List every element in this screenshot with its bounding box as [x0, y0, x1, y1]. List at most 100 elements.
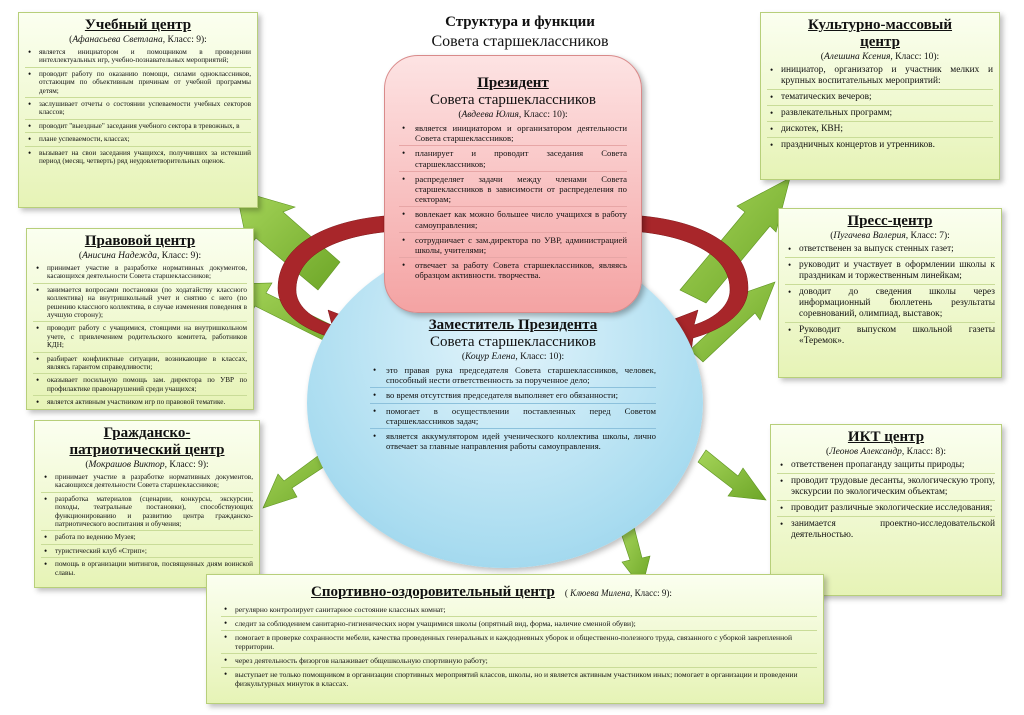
title-line-1: Структура и функции — [445, 14, 595, 30]
sport-center-grade: , Класс: 9): — [630, 588, 672, 598]
list-item: праздничных концертов и утренников. — [767, 140, 993, 153]
press-center-title: Пресс-центр — [847, 213, 933, 229]
sport-center-header: Спортивно-оздоровительный центр ( Клюева… — [311, 583, 817, 601]
ikt-center-box: ИКТ центр (Леонов Александр, Класс: 8): … — [770, 424, 1002, 596]
culture-center-duties: инициатор, организатор и участник мелких… — [767, 65, 993, 153]
list-item: инициатор, организатор и участник мелких… — [767, 65, 993, 90]
culture-center-grade: , Класс: 10): — [890, 52, 940, 62]
list-item: проводит работу по оказанию помощи, сила… — [25, 70, 251, 99]
president-subtitle: Совета старшеклассников — [430, 92, 596, 108]
list-item: проводит "выездные" заседания учебного с… — [25, 122, 251, 134]
president-duties: является инициатором и организатором дея… — [399, 123, 627, 283]
list-item: это правая рука председателя Совета стар… — [370, 365, 656, 389]
list-item: ответственен за выпуск стенных газет; — [785, 244, 995, 258]
list-item: является аккумулятором идей ученического… — [370, 431, 656, 453]
sport-center-title: Спортивно-оздоровительный центр — [311, 584, 555, 600]
list-item: выступает не только помощником в организ… — [221, 670, 817, 690]
study-center-box: Учебный центр (Афанасьева Светлана, Клас… — [18, 12, 258, 208]
list-item: принимает участие в разработке нормативн… — [41, 473, 253, 493]
patriot-title-line-2: патриотический центр — [69, 442, 225, 458]
list-item: распределяет задачи между членами Совета… — [399, 174, 627, 208]
list-item: занимается проектно-исследовательской де… — [777, 519, 995, 543]
president-title: Президент — [477, 75, 549, 91]
president-person: (Авдеева Юлия, Класс: 10): — [458, 110, 568, 120]
sport-center-duties: регулярно контролирует санитарное состоя… — [221, 605, 817, 690]
deputy-grade: , Класс: 10): — [515, 352, 565, 362]
sport-center-person-name: Клюева Милена — [570, 588, 631, 598]
patriot-center-box: Гражданско-патриотический центр (Мокрашо… — [34, 420, 260, 588]
law-center-grade: , Класс: 9): — [157, 251, 202, 261]
list-item: является активным участником игр по прав… — [33, 398, 247, 408]
list-item: отвечает за работу Совета старшеклассник… — [399, 260, 627, 282]
sport-center-box: Спортивно-оздоровительный центр ( Клюева… — [206, 574, 824, 704]
deputy-subtitle: Совета старшеклассников — [430, 334, 596, 350]
patriot-center-title: Гражданско-патриотический центр — [41, 425, 253, 459]
study-center-grade: , Класс: 9): — [162, 35, 207, 45]
ikt-center-person: (Леонов Александр, Класс: 8): — [826, 447, 946, 457]
sport-center-person: ( Клюева Милена, Класс: 9): — [565, 588, 672, 598]
culture-center-person: (Алешина Ксения, Класс: 10): — [820, 52, 940, 62]
list-item: во время отсутствия председателя выполня… — [370, 390, 656, 404]
deputy-title: Заместитель Президента — [428, 317, 598, 333]
law-center-person-name: Анисина Надежда — [82, 251, 158, 261]
ikt-center-person-name: Леонов Александр — [829, 447, 902, 457]
sport-who-open: ( — [564, 588, 568, 598]
study-center-person: (Афанасьева Светлана, Класс: 9): — [69, 35, 207, 45]
study-center-title: Учебный центр — [84, 17, 192, 33]
patriot-center-grade: , Класс: 9): — [164, 460, 209, 470]
ikt-center-grade: , Класс: 8): — [901, 447, 946, 457]
arrow-to-study-center — [235, 189, 341, 291]
red-arrow-right — [641, 215, 749, 353]
list-item: занимается вопросами постановки (по хода… — [33, 286, 247, 323]
press-center-person-name: Пугачева Валерия — [833, 231, 906, 241]
ikt-center-duties: ответственен пропаганду защиты природы; … — [777, 460, 995, 543]
deputy-person-name: Коцур Елена — [464, 352, 516, 362]
deputy-president-block: Заместитель Президента Совета старшеклас… — [370, 316, 656, 455]
list-item: развлекательных программ; — [767, 108, 993, 122]
list-item: помогает в проверке сохранности мебели, … — [221, 633, 817, 654]
culture-title-line-1: Культурно-массовый — [807, 17, 953, 33]
list-item: вызывает на свои заседания учащихся, пол… — [25, 149, 251, 168]
list-item: принимает участие в разработке нормативн… — [33, 264, 247, 284]
list-item: тематических вечеров; — [767, 92, 993, 106]
list-item: работа по ведению Музея; — [41, 533, 253, 545]
list-item: планирует и проводит заседания Совета ст… — [399, 148, 627, 172]
culture-title-line-2: центр — [860, 34, 900, 50]
law-center-title: Правовой центр — [84, 233, 196, 249]
diagram-title: Структура и функции Совета старшеклассни… — [395, 12, 645, 52]
list-item: заслушивает отчеты о состоянии успеваемо… — [25, 100, 251, 120]
list-item: доводит до сведения школы через информац… — [785, 287, 995, 323]
list-item: плане успеваемости, классах; — [25, 135, 251, 147]
list-item: разработка материалов (сценарии, конкурс… — [41, 495, 253, 532]
arrow-to-culture-center — [679, 177, 791, 304]
law-center-person: (Анисина Надежда, Класс: 9): — [78, 251, 202, 261]
culture-center-person-name: Алешина Ксения — [823, 52, 891, 62]
list-item: дискотек, КВН; — [767, 124, 993, 138]
study-center-person-name: Афанасьева Светлана — [72, 35, 163, 45]
press-center-duties: ответственен за выпуск стенных газет; ру… — [785, 244, 995, 349]
patriot-center-person: (Мокрашов Виктор, Класс: 9): — [85, 460, 209, 470]
list-item: помогает в осуществлении поставленных пе… — [370, 406, 656, 430]
arrow-to-ikt-center — [697, 449, 767, 501]
ikt-center-title: ИКТ центр — [847, 429, 925, 445]
list-item: ответственен пропаганду защиты природы; — [777, 460, 995, 474]
press-center-grade: , Класс: 7): — [905, 231, 950, 241]
deputy-duties: это правая рука председателя Совета стар… — [370, 365, 656, 453]
list-item: является инициатором и организатором дея… — [399, 123, 627, 147]
list-item: сотрудничает с зам.директора по УВР, адм… — [399, 235, 627, 259]
list-item: помощь в организации митингов, посвященн… — [41, 560, 253, 579]
president-grade: , Класс: 10): — [518, 110, 568, 120]
press-center-person: (Пугачева Валерия, Класс: 7): — [830, 231, 950, 241]
title-line-2: Совета старшеклассников — [431, 33, 609, 50]
patriot-title-line-1: Гражданско- — [103, 425, 191, 441]
law-center-duties: принимает участие в разработке нормативн… — [33, 264, 247, 409]
president-person-name: Авдеева Юлия — [461, 110, 519, 120]
list-item: руководит и участвует в оформлении школы… — [785, 260, 995, 285]
list-item: оказывает посильную помощь зам. директор… — [33, 376, 247, 397]
list-item: следит за соблюдением санитарно-гигиенич… — [221, 619, 817, 631]
list-item: вовлекает как можно большее число учащих… — [399, 209, 627, 233]
law-center-box: Правовой центр (Анисина Надежда, Класс: … — [26, 228, 254, 410]
list-item: проводит различные экологические исследо… — [777, 503, 995, 517]
